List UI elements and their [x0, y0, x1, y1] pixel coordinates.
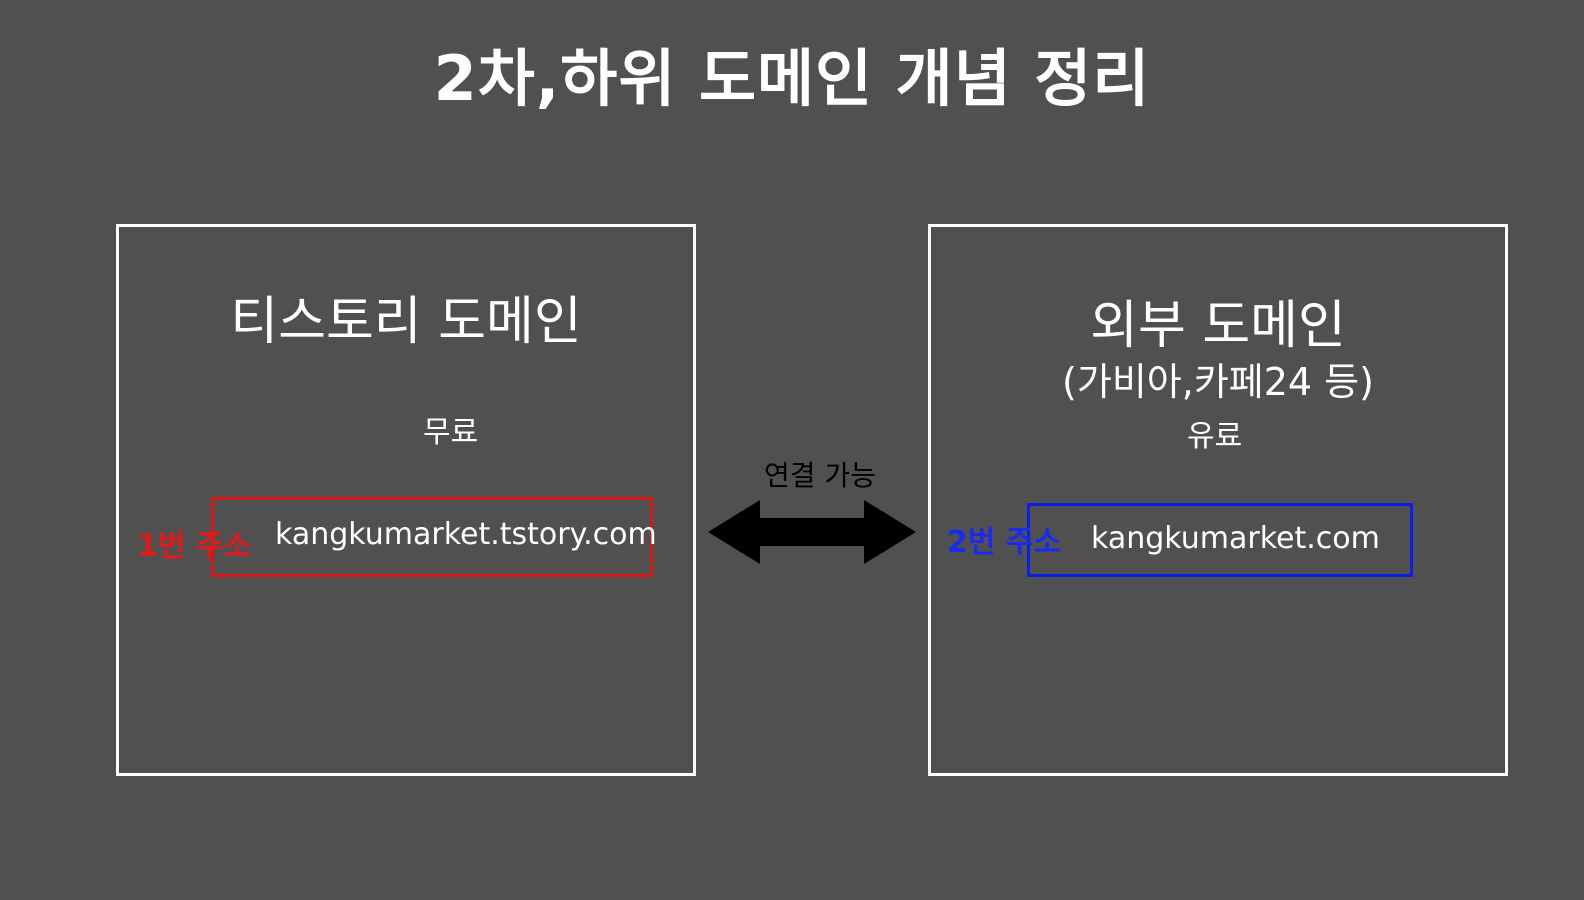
tistory-price-label: 무료 [423, 415, 479, 450]
tistory-address-tag: 1번 주소 [137, 529, 252, 564]
double-arrow-icon [708, 500, 916, 564]
page-title: 2차,하위 도메인 개념 정리 [433, 42, 1151, 115]
tistory-domain-heading: 티스토리 도메인 [230, 292, 582, 352]
external-address-box [1027, 503, 1413, 577]
connector-label: 연결 가능 [764, 459, 876, 492]
double-arrow-shape [708, 500, 916, 564]
external-address-tag: 2번 주소 [947, 525, 1062, 560]
external-domain-heading: 외부 도메인 [1090, 296, 1346, 356]
tistory-address-text: kangkumarket.tstory.com [275, 517, 657, 552]
external-domain-panel: 외부 도메인 (가비아,카페24 등) 유료 kangkumarket.com … [928, 224, 1508, 776]
external-domain-providers: (가비아,카페24 등) [1062, 360, 1374, 404]
external-price-label: 유료 [1187, 419, 1243, 454]
tistory-domain-panel: 티스토리 도메인 무료 kangkumarket.tstory.com 1번 주… [116, 224, 696, 776]
external-address-text: kangkumarket.com [1091, 521, 1380, 556]
tistory-address-box [211, 497, 653, 577]
